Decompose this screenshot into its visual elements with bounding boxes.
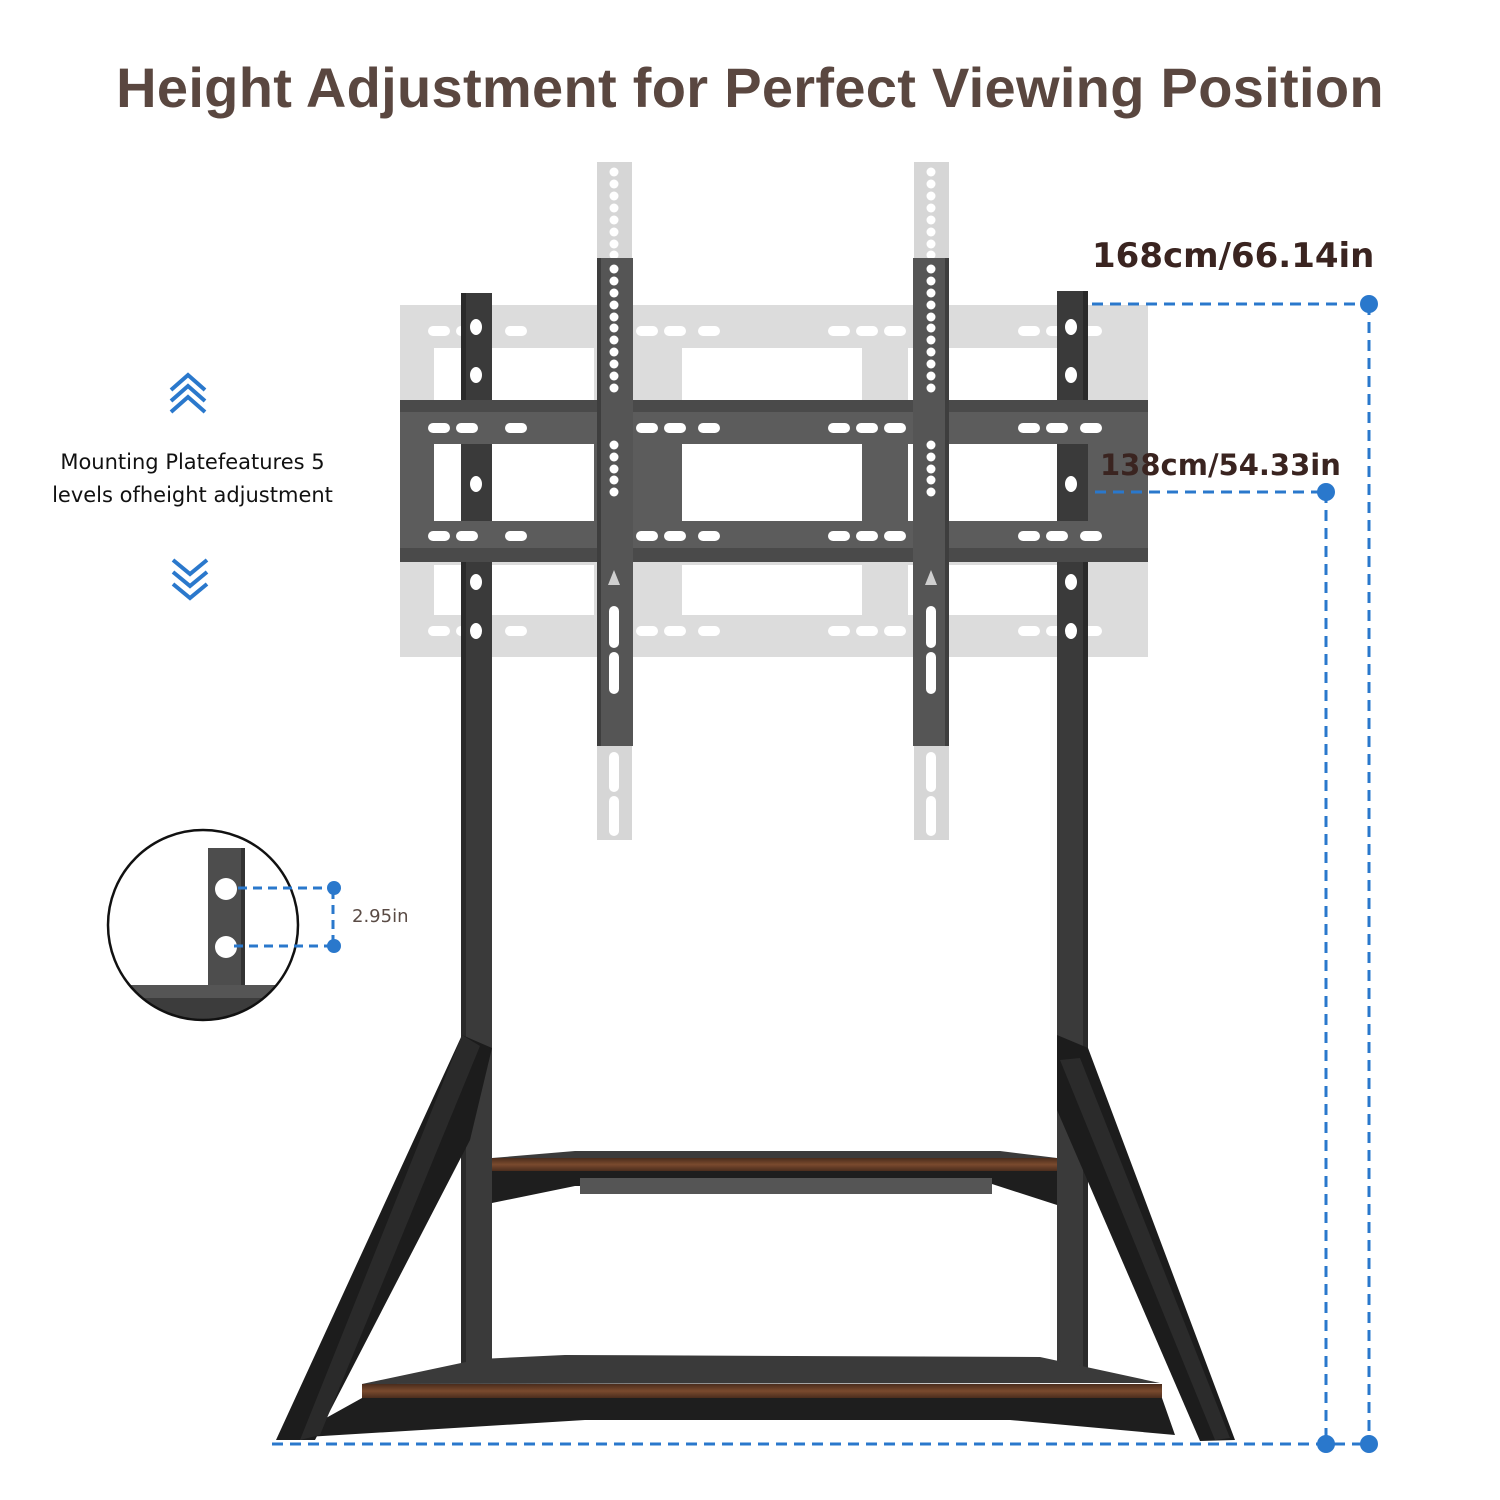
dimension-endpoints [1317, 295, 1378, 1453]
note-line-2: levels ofheight adjustment [52, 483, 333, 507]
a-frame-legs [276, 1035, 1235, 1441]
double-chevron-up-icon [169, 372, 207, 414]
double-chevron-down-icon [171, 558, 209, 601]
min-height-label: 138cm/54.33in [1100, 448, 1341, 482]
mounting-plate [400, 400, 1148, 562]
dimension-lines [272, 302, 1371, 1446]
page-title: Height Adjustment for Perfect Viewing Po… [116, 56, 1384, 119]
lower-shelf [290, 1355, 1175, 1438]
hole-spacing-label: 2.95in [352, 906, 409, 927]
max-height-label: 168cm/66.14in [1092, 236, 1375, 276]
hole-spacing-detail [106, 828, 341, 1022]
vertical-brackets [597, 258, 949, 746]
mounting-plate-note: Mounting Platefeatures 5 levels ofheight… [20, 446, 365, 512]
note-line-1: Mounting Platefeatures 5 [60, 450, 325, 474]
upper-shelf [492, 1151, 1057, 1205]
